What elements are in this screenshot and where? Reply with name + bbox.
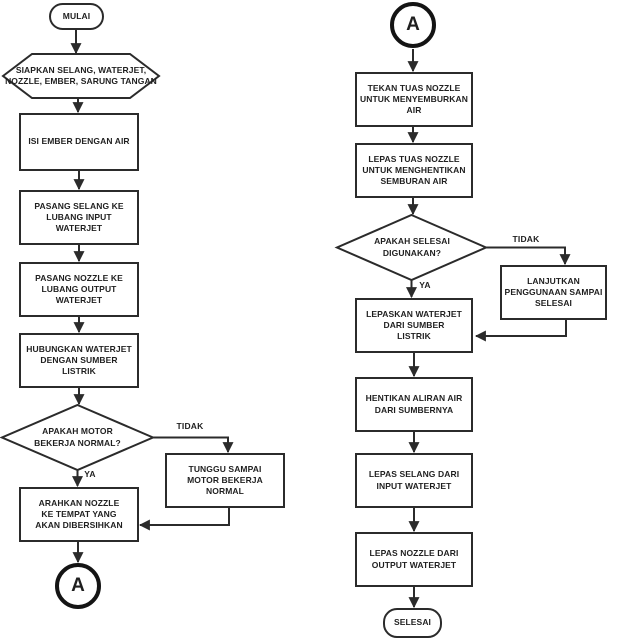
process-lepas-nozzle: LEPAS NOZZLE DARI OUTPUT WATERJET bbox=[355, 532, 473, 587]
process-tunggu: TUNGGU SAMPAI MOTOR BEKERJA NORMAL bbox=[165, 453, 285, 508]
terminator-mulai-label: MULAI bbox=[62, 10, 91, 21]
process-pasang-selang: PASANG SELANG KE LUBANG INPUT WATERJET bbox=[19, 190, 139, 245]
process-arahkan-label: ARAHKAN NOZZLE KE TEMPAT YANG AKAN DIBER… bbox=[35, 497, 123, 531]
terminator-selesai-label: SELESAI bbox=[393, 617, 432, 628]
decision-selesai: APAKAH SELESAI DIGUNAKAN? bbox=[347, 215, 477, 280]
process-lepas-nozzle-label: LEPAS NOZZLE DARI OUTPUT WATERJET bbox=[369, 548, 459, 570]
branch-label-ya-right: YA bbox=[419, 280, 431, 290]
preparation-hexagon-shape bbox=[1, 53, 161, 99]
process-arahkan: ARAHKAN NOZZLE KE TEMPAT YANG AKAN DIBER… bbox=[19, 487, 139, 542]
terminator-selesai: SELESAI bbox=[383, 608, 442, 638]
arrow-decision-tidak-tunggu bbox=[153, 436, 234, 454]
branch-label-tidak-right: TIDAK bbox=[512, 234, 540, 244]
process-hubungkan-label: HUBUNGKAN WATERJET DENGAN SUMBER LISTRIK bbox=[26, 343, 132, 377]
process-lepas-selang-label: LEPAS SELANG DARI INPUT WATERJET bbox=[368, 469, 460, 491]
decision-selesai-label: APAKAH SELESAI DIGUNAKAN? bbox=[374, 236, 450, 258]
connector-a-left: A bbox=[55, 563, 101, 609]
arrow-lanjutkan-lepaskan bbox=[474, 320, 567, 342]
connector-a-left-label: A bbox=[71, 574, 85, 596]
process-lanjutkan-label: LANJUTKAN PENGGUNAAN SAMPAI SELESAI bbox=[504, 275, 603, 309]
process-hentikan-label: HENTIKAN ALIRAN AIR DARI SUMBERNYA bbox=[365, 393, 463, 415]
terminator-mulai: MULAI bbox=[49, 3, 104, 30]
arrow-decision-tidak-lanjutkan bbox=[486, 246, 571, 266]
preparation-siapkan-label: SIAPKAN SELANG, WATERJET, NOZZLE, EMBER,… bbox=[5, 64, 157, 86]
branch-label-ya-left: YA bbox=[84, 469, 96, 479]
process-lanjutkan: LANJUTKAN PENGGUNAAN SAMPAI SELESAI bbox=[500, 265, 607, 320]
branch-label-tidak-left: TIDAK bbox=[176, 421, 204, 431]
process-pasang-nozzle-label: PASANG NOZZLE KE LUBANG OUTPUT WATERJET bbox=[35, 272, 123, 306]
connector-a-right: A bbox=[390, 2, 436, 48]
process-lepaskan-waterjet-label: LEPASKAN WATERJET DARI SUMBER LISTRIK bbox=[366, 308, 462, 342]
process-isi-ember: ISI EMBER DENGAN AIR bbox=[19, 113, 139, 171]
preparation-siapkan: SIAPKAN SELANG, WATERJET, NOZZLE, EMBER,… bbox=[3, 53, 159, 99]
process-tunggu-label: TUNGGU SAMPAI MOTOR BEKERJA NORMAL bbox=[187, 463, 263, 497]
process-lepas-tuas-label: LEPAS TUAS NOZZLE UNTUK MENGHENTIKAN SEM… bbox=[362, 153, 466, 187]
process-pasang-selang-label: PASANG SELANG KE LUBANG INPUT WATERJET bbox=[34, 200, 124, 234]
process-lepas-selang: LEPAS SELANG DARI INPUT WATERJET bbox=[355, 453, 473, 508]
connector-a-right-label: A bbox=[406, 13, 420, 35]
process-lepaskan-waterjet: LEPASKAN WATERJET DARI SUMBER LISTRIK bbox=[355, 298, 473, 353]
decision-motor: APAKAH MOTOR BEKERJA NORMAL? bbox=[12, 405, 143, 470]
process-hentikan: HENTIKAN ALIRAN AIR DARI SUMBERNYA bbox=[355, 377, 473, 432]
process-hubungkan: HUBUNGKAN WATERJET DENGAN SUMBER LISTRIK bbox=[19, 333, 139, 388]
process-lepas-tuas: LEPAS TUAS NOZZLE UNTUK MENGHENTIKAN SEM… bbox=[355, 143, 473, 198]
decision-motor-label: APAKAH MOTOR BEKERJA NORMAL? bbox=[34, 426, 121, 448]
process-pasang-nozzle: PASANG NOZZLE KE LUBANG OUTPUT WATERJET bbox=[19, 262, 139, 317]
process-tekan-tuas: TEKAN TUAS NOZZLE UNTUK MENYEMBURKAN AIR bbox=[355, 72, 473, 127]
process-isi-ember-label: ISI EMBER DENGAN AIR bbox=[28, 136, 130, 147]
arrow-tunggu-arahkan bbox=[138, 508, 230, 531]
process-tekan-tuas-label: TEKAN TUAS NOZZLE UNTUK MENYEMBURKAN AIR bbox=[359, 82, 469, 116]
